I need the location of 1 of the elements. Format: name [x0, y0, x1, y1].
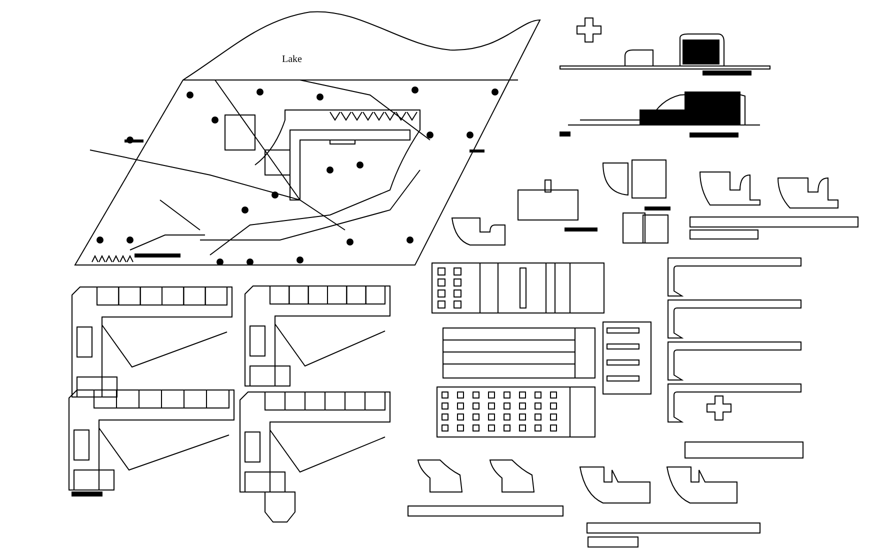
area-label: Lake — [282, 54, 302, 65]
